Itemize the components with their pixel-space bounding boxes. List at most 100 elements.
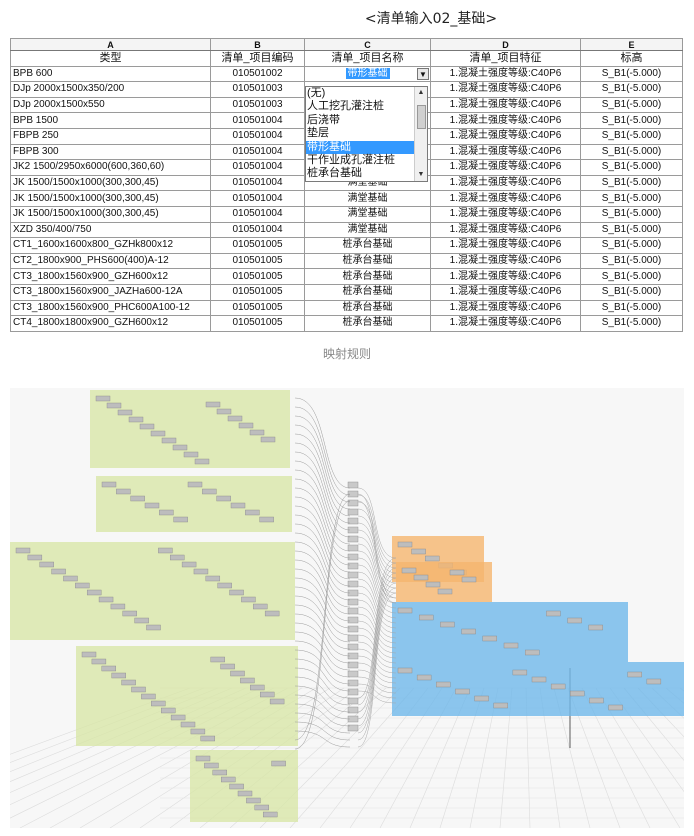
cell-elevation[interactable]: S_B1(-5.000) <box>580 315 683 332</box>
dropdown-option[interactable]: 人工挖孔灌注桩 <box>307 100 384 113</box>
cell-type[interactable]: JK 1500/1500x1000(300,300,45) <box>10 190 211 207</box>
cell-elevation[interactable]: S_B1(-5.000) <box>580 283 683 301</box>
cell-elevation[interactable]: S_B1(-5.000) <box>580 112 683 129</box>
cell-name[interactable]: 满堂基础 <box>304 221 431 239</box>
column-letter-b[interactable]: B <box>210 38 305 51</box>
cell-elevation[interactable]: S_B1(-5.000) <box>580 252 683 270</box>
header-elevation[interactable]: 标高 <box>580 50 683 67</box>
cell-elevation[interactable]: S_B1(-5.000) <box>580 190 683 207</box>
cell-name[interactable]: 带形基础▼ <box>304 65 431 83</box>
cell-feature[interactable]: 1.混凝土强度等级:C40P6 <box>430 65 581 83</box>
cell-name[interactable]: 桩承台基础 <box>304 252 431 270</box>
cell-elevation[interactable]: S_B1(-5.000) <box>580 268 683 285</box>
dropdown-option[interactable]: 带形基础 <box>306 140 427 154</box>
cell-elevation[interactable]: S_B1(-5.000) <box>580 159 683 176</box>
column-letter-a[interactable]: A <box>10 38 211 51</box>
cell-name[interactable]: 桩承台基础 <box>304 283 431 301</box>
cell-elevation[interactable]: S_B1(-5.000) <box>580 221 683 239</box>
header-type[interactable]: 类型 <box>10 50 211 67</box>
column-letter-e[interactable]: E <box>580 38 683 51</box>
cell-code[interactable]: 010501002 <box>210 65 305 83</box>
cell-name[interactable]: 满堂基础 <box>304 205 431 223</box>
cell-type[interactable]: DJp 2000x1500x550 <box>10 96 211 114</box>
cell-name[interactable]: 桩承台基础 <box>304 315 431 332</box>
cell-elevation[interactable]: S_B1(-5.000) <box>580 205 683 223</box>
column-letter-d[interactable]: D <box>430 38 581 51</box>
cell-elevation[interactable]: S_B1(-5.000) <box>580 299 683 317</box>
cell-type[interactable]: FBPB 300 <box>10 143 211 161</box>
cell-elevation[interactable]: S_B1(-5.000) <box>580 96 683 114</box>
cell-feature[interactable]: 1.混凝土强度等级:C40P6 <box>430 283 581 301</box>
cell-code[interactable]: 010501005 <box>210 315 305 332</box>
cell-code[interactable]: 010501003 <box>210 96 305 114</box>
cell-feature[interactable]: 1.混凝土强度等级:C40P6 <box>430 81 581 98</box>
cell-code[interactable]: 010501004 <box>210 190 305 207</box>
cell-code[interactable]: 010501005 <box>210 268 305 285</box>
cell-code[interactable]: 010501005 <box>210 299 305 317</box>
cell-elevation[interactable]: S_B1(-5.000) <box>580 65 683 83</box>
dropdown-selected-value[interactable]: 带形基础 <box>345 67 390 79</box>
cell-feature[interactable]: 1.混凝土强度等级:C40P6 <box>430 159 581 176</box>
cell-code[interactable]: 010501004 <box>210 143 305 161</box>
header-feature[interactable]: 清单_项目特征 <box>430 50 581 67</box>
dropdown-option[interactable]: 垫层 <box>307 127 329 140</box>
cell-type[interactable]: JK 1500/1500x1000(300,300,45) <box>10 174 211 192</box>
cell-type[interactable]: CT4_1800x1800x900_GZH600x12 <box>10 315 211 332</box>
cell-feature[interactable]: 1.混凝土强度等级:C40P6 <box>430 112 581 129</box>
cell-code[interactable]: 010501004 <box>210 205 305 223</box>
cell-type[interactable]: CT1_1600x1600x800_GZHk800x12 <box>10 237 211 254</box>
cell-feature[interactable]: 1.混凝土强度等级:C40P6 <box>430 174 581 192</box>
cell-feature[interactable]: 1.混凝土强度等级:C40P6 <box>430 252 581 270</box>
cell-type[interactable]: DJp 2000x1500x350/200 <box>10 81 211 98</box>
scroll-thumb[interactable] <box>417 105 426 129</box>
cell-feature[interactable]: 1.混凝土强度等级:C40P6 <box>430 315 581 332</box>
cell-code[interactable]: 010501004 <box>210 174 305 192</box>
cell-type[interactable]: CT3_1800x1560x900_JAZHa600-12A <box>10 283 211 301</box>
cell-feature[interactable]: 1.混凝土强度等级:C40P6 <box>430 299 581 317</box>
dropdown-option[interactable]: 干作业成孔灌注桩 <box>307 153 395 166</box>
node-graph[interactable] <box>10 388 684 828</box>
cell-type[interactable]: BPB 1500 <box>10 112 211 129</box>
cell-type[interactable]: XZD 350/400/750 <box>10 221 211 239</box>
cell-code[interactable]: 010501004 <box>210 127 305 145</box>
cell-elevation[interactable]: S_B1(-5.000) <box>580 237 683 254</box>
item-name-dropdown-list[interactable]: (无)人工挖孔灌注桩后浇带垫层带形基础干作业成孔灌注桩桩承台基础 ▲ ▼ <box>305 86 428 182</box>
scroll-up-icon[interactable]: ▲ <box>417 89 425 96</box>
cell-type[interactable]: CT3_1800x1560x900_PHC600A100-12 <box>10 299 211 317</box>
cell-name[interactable]: 桩承台基础 <box>304 268 431 285</box>
cell-type[interactable]: CT3_1800x1560x900_GZH600x12 <box>10 268 211 285</box>
cell-feature[interactable]: 1.混凝土强度等级:C40P6 <box>430 205 581 223</box>
dropdown-option[interactable]: 桩承台基础 <box>307 167 362 180</box>
cell-feature[interactable]: 1.混凝土强度等级:C40P6 <box>430 143 581 161</box>
cell-feature[interactable]: 1.混凝土强度等级:C40P6 <box>430 190 581 207</box>
cell-type[interactable]: BPB 600 <box>10 65 211 83</box>
cell-name[interactable]: 满堂基础 <box>304 190 431 207</box>
cell-feature[interactable]: 1.混凝土强度等级:C40P6 <box>430 127 581 145</box>
cell-type[interactable]: CT2_1800x900_PHS600(400)A-12 <box>10 252 211 270</box>
cell-type[interactable]: JK2 1500/2950x6000(600,360,60) <box>10 159 211 176</box>
cell-code[interactable]: 010501004 <box>210 159 305 176</box>
dropdown-option[interactable]: (无) <box>307 87 326 99</box>
cell-code[interactable]: 010501005 <box>210 237 305 254</box>
cell-name[interactable]: 桩承台基础 <box>304 299 431 317</box>
table-row[interactable]: JK2 1500/2950x6000(600,360,60)010501004 1… <box>10 159 683 176</box>
cell-elevation[interactable]: S_B1(-5.000) <box>580 143 683 161</box>
cell-type[interactable]: FBPB 250 <box>10 127 211 145</box>
cell-code[interactable]: 010501005 <box>210 252 305 270</box>
header-code[interactable]: 清单_项目编码 <box>210 50 305 67</box>
header-name[interactable]: 清单_项目名称 <box>304 50 431 67</box>
scroll-down-icon[interactable]: ▼ <box>417 171 425 178</box>
cell-code[interactable]: 010501004 <box>210 112 305 129</box>
dropdown-option[interactable]: 后浇带 <box>307 113 340 126</box>
cell-code[interactable]: 010501005 <box>210 283 305 301</box>
